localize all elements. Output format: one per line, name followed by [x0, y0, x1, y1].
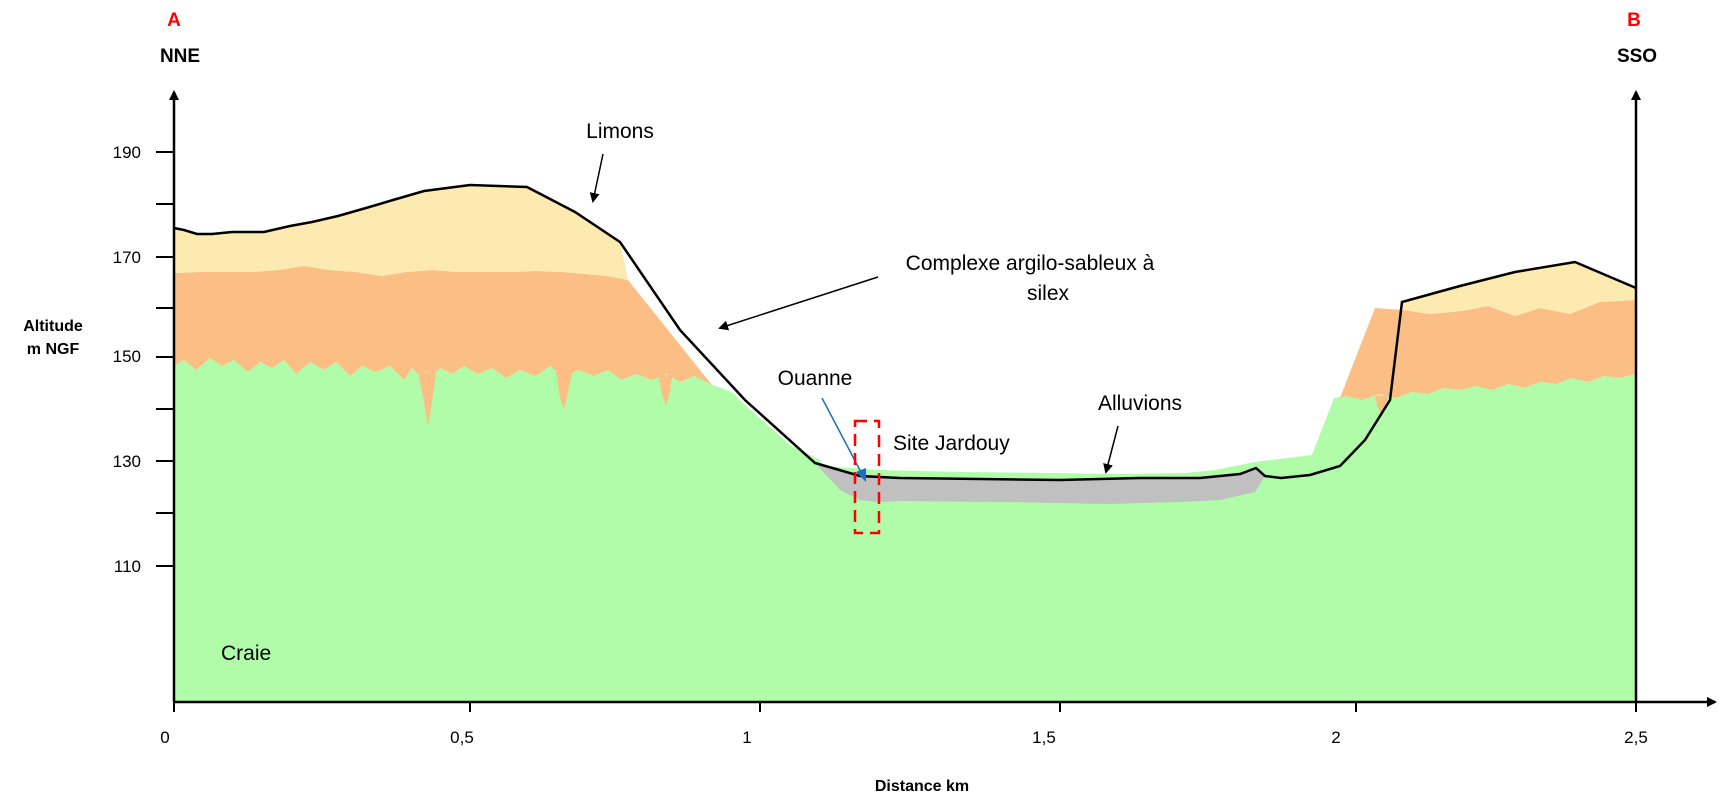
x-tick-label-0: 0: [160, 728, 169, 747]
y-tick-label-130: 130: [113, 452, 141, 471]
profile-end-direction: SSO: [1617, 46, 1657, 67]
profile-end-label: B: [1627, 10, 1641, 31]
y-tick-label-190: 190: [113, 143, 141, 162]
x-axis-title: Distance km: [875, 778, 969, 795]
alluvions-label: Alluvions: [1098, 392, 1182, 415]
x-tick-label-2: 2: [1331, 728, 1340, 747]
limons-label: Limons: [586, 120, 654, 143]
profile-start-direction: NNE: [160, 46, 200, 67]
y-axis-title-line1: Altitude: [23, 318, 83, 335]
complexe-pocket: [658, 374, 672, 406]
limons-layer: [174, 185, 1636, 316]
y-tick-label-110: 110: [114, 557, 141, 576]
y-tick-label-150: 150: [113, 347, 141, 366]
profile-start-label: A: [167, 10, 181, 31]
y-axis-title-line2: m NGF: [27, 341, 80, 358]
ground-surface-line: [173, 183, 1637, 482]
x-tick-label-2-5: 2,5: [1624, 728, 1648, 747]
complexe-arrow: [718, 276, 879, 331]
site-jardouy-label: Site Jardouy: [893, 432, 1010, 455]
x-tick-label-1: 1: [742, 728, 751, 747]
ouanne-arrowhead: [856, 468, 866, 482]
y-axis-ticks: [156, 151, 174, 567]
complexe-pocket: [1375, 396, 1388, 416]
x-tick-label-1-5: 1,5: [1032, 728, 1056, 747]
x-axis-ticks: [173, 702, 1637, 712]
complexe-label-line2: silex: [1027, 282, 1070, 305]
ouanne-label: Ouanne: [778, 367, 853, 390]
ouanne-arrow: [821, 397, 864, 477]
site-jardouy-marker: [853, 419, 881, 535]
limons-arrow: [589, 153, 604, 203]
y-tick-label-170: 170: [113, 248, 141, 267]
alluvions-layer: [815, 463, 1265, 504]
complexe-label-line1: Complexe argilo-sableux à: [906, 252, 1155, 275]
complexe-pocket: [556, 372, 572, 410]
craie-layer: [174, 358, 1636, 702]
alluvions-arrow: [1103, 425, 1119, 474]
craie-label: Craie: [221, 642, 271, 665]
x-tick-label-0-5: 0,5: [450, 728, 474, 747]
complexe-layer: [174, 266, 1636, 400]
complexe-pocket: [418, 372, 436, 426]
